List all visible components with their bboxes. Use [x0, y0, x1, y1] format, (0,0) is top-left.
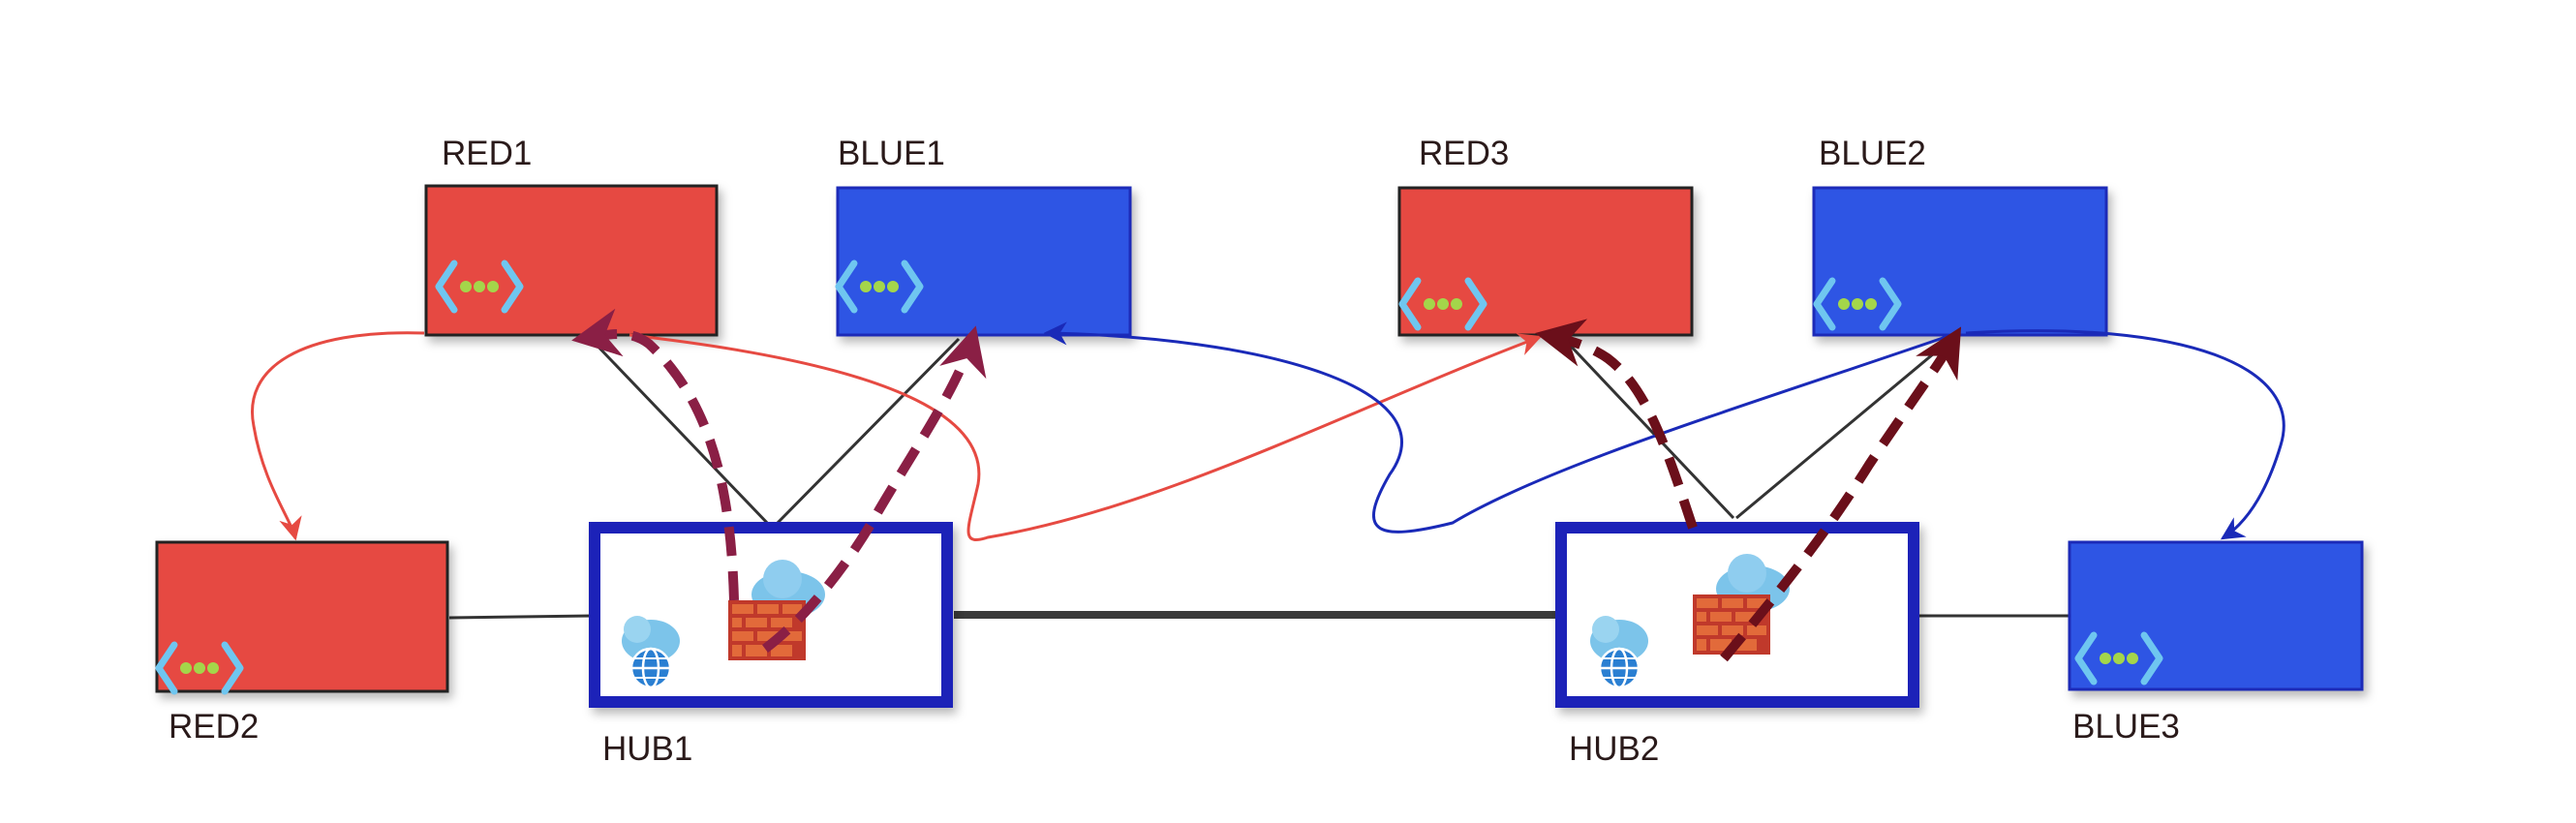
vnet-red2[interactable]: RED2 [155, 540, 449, 746]
vnet-label: RED3 [1419, 135, 1509, 172]
fw-route-hub2-red3[interactable] [1535, 319, 1698, 530]
link-hub1-blue1[interactable] [773, 337, 961, 528]
red-routes [251, 331, 1543, 542]
firewall-icon [728, 560, 825, 660]
route-red1-red3[interactable] [629, 333, 1543, 542]
vnet-red1[interactable]: RED1 [424, 135, 719, 337]
virtual-wan-hub-icon [1590, 616, 1648, 689]
vnet-box[interactable] [1397, 186, 1694, 337]
vnet-blue2[interactable]: BLUE2 [1812, 135, 2108, 337]
vnet-label: BLUE2 [1819, 135, 1926, 172]
vnet-box[interactable] [424, 184, 719, 337]
vnet-box[interactable] [836, 186, 1132, 337]
vnet-icon [1398, 277, 1487, 331]
link-hub1-red1[interactable] [589, 337, 772, 528]
route-blue2-blue1[interactable] [1043, 321, 1952, 533]
peering-links [448, 337, 2070, 620]
vnet-box[interactable] [1812, 186, 2108, 337]
fw-route-hub1-blue1[interactable] [761, 325, 987, 653]
vnet-blue1[interactable]: BLUE1 [835, 135, 1132, 337]
vnet-icon [155, 641, 244, 695]
hub-hub1[interactable]: HUB1 [589, 522, 953, 768]
vnet-label: BLUE3 [2072, 708, 2180, 746]
route-red1-red2[interactable] [251, 331, 425, 541]
hub-label: HUB1 [602, 730, 692, 768]
vnet-label: BLUE1 [838, 135, 945, 172]
link-red2-hub1[interactable] [448, 614, 594, 620]
vnet-label: RED2 [169, 708, 259, 746]
vnet-box[interactable] [155, 540, 449, 693]
hub-label: HUB2 [1569, 730, 1659, 768]
fw-route-hub2-blue2[interactable] [1720, 326, 1962, 662]
firewall-routes [571, 308, 1962, 662]
link-hub2-red3[interactable] [1562, 337, 1735, 520]
vnet-icon [835, 259, 924, 314]
vnet-red3[interactable]: RED3 [1397, 135, 1694, 337]
blue-routes [1043, 321, 2285, 540]
route-blue2-blue3[interactable] [1965, 329, 2285, 540]
fw-route-hub1-red1[interactable] [571, 308, 739, 601]
vnet-icon [1813, 277, 1902, 331]
vnet-icon [2074, 631, 2163, 686]
link-hub2-blue2[interactable] [1735, 337, 1952, 520]
vnet-blue3[interactable]: BLUE3 [2068, 540, 2364, 746]
hub-hub2[interactable]: HUB2 [1555, 522, 1919, 768]
virtual-wan-hub-icon [622, 616, 680, 689]
vnet-icon [435, 259, 524, 314]
vnet-box[interactable] [2068, 540, 2364, 691]
vnet-label: RED1 [442, 135, 532, 172]
